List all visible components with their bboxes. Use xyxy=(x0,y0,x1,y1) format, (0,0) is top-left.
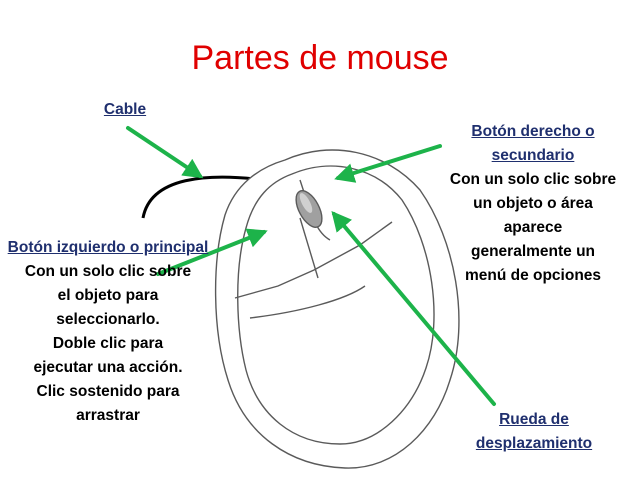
arrow-left-button xyxy=(156,228,268,276)
arrow-cable xyxy=(126,126,204,179)
page-title: Partes de mouse xyxy=(191,39,449,77)
label-right-button-heading: Botón derecho o secundario xyxy=(471,123,595,164)
arrow-scroll-wheel xyxy=(331,210,496,406)
mouse-button-split xyxy=(299,217,319,279)
label-right-button: Botón derecho o secundario Con un solo c… xyxy=(428,120,638,288)
mouse-body xyxy=(214,149,460,469)
mouse-button-divider xyxy=(234,221,393,299)
label-left-button-heading: Botón izquierdo o principal xyxy=(7,239,209,256)
arrow-right-button xyxy=(334,144,442,183)
label-left-button: Botón izquierdo o principal Con un solo … xyxy=(6,236,210,428)
label-scroll-wheel: Rueda de desplazamiento xyxy=(446,408,622,456)
label-cable: Cable xyxy=(70,98,180,122)
label-scroll-wheel-heading: Rueda de desplazamiento xyxy=(475,411,593,452)
scroll-wheel-highlight xyxy=(299,193,313,213)
mouse-lower-divider xyxy=(249,285,366,319)
callout-arrows xyxy=(126,126,496,406)
label-left-button-description: Con un solo clic sobre el objeto para se… xyxy=(24,263,192,424)
label-cable-heading: Cable xyxy=(103,101,147,118)
label-right-button-description: Con un solo clic sobre un objeto o área … xyxy=(449,171,617,284)
mouse-inner-shell xyxy=(237,165,435,445)
